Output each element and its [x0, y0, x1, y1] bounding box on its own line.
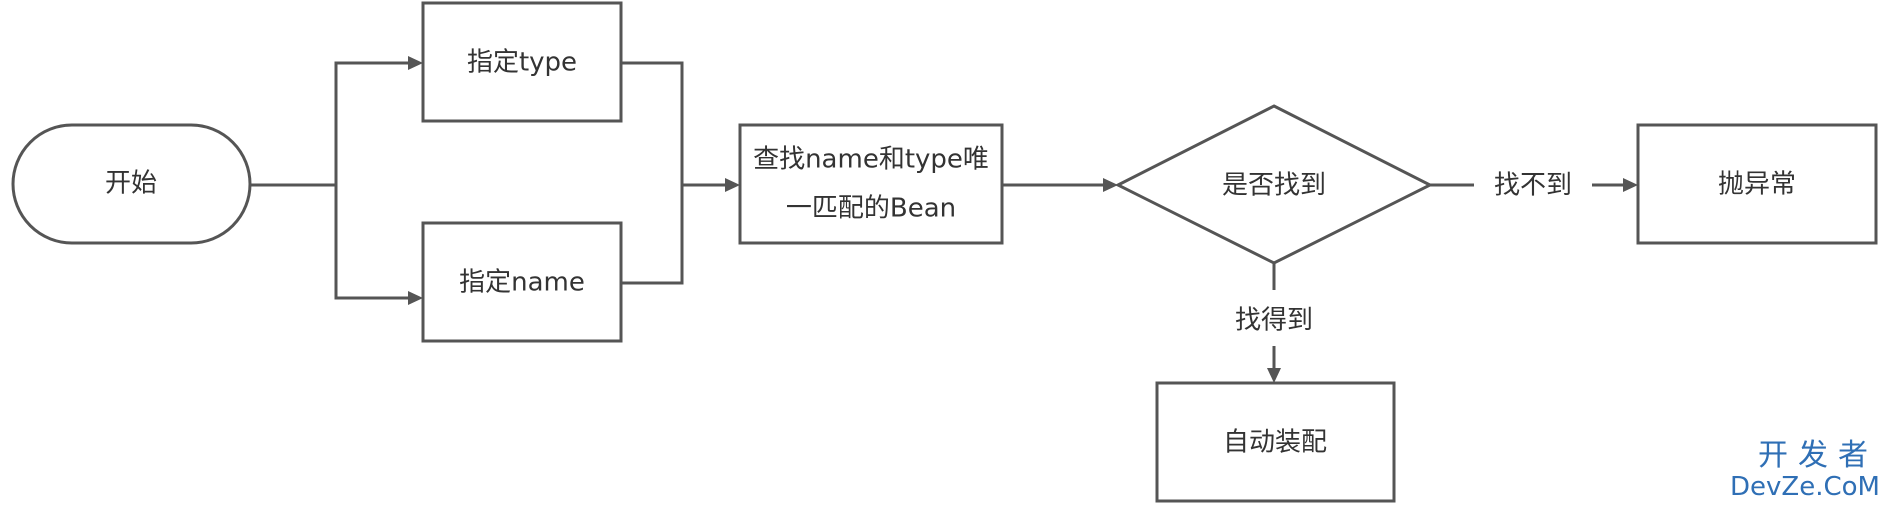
autowire-node: 自动装配	[1155, 381, 1396, 503]
specify-type-label: 指定type	[467, 48, 577, 78]
edge-split-type	[334, 61, 410, 185]
watermark-en: DevZe.CoM	[1730, 472, 1880, 502]
arrow-to-lookup	[725, 178, 740, 192]
exception-label: 抛异常	[1718, 170, 1796, 200]
edge-type-merge	[621, 61, 684, 185]
autowire-label: 自动装配	[1223, 428, 1327, 458]
watermark: 开发者 DevZe.CoM	[1730, 438, 1880, 502]
edge-split-name	[334, 185, 410, 300]
specify-name-node: 指定name	[421, 221, 623, 343]
connectors	[250, 56, 1638, 383]
specify-type-node: 指定type	[421, 1, 623, 123]
decision-node: 是否找到	[1114, 104, 1434, 265]
arrow-to-autowire	[1267, 368, 1281, 383]
arrow-to-exception	[1623, 178, 1638, 192]
decision-label: 是否找到	[1222, 171, 1326, 201]
arrow-to-type	[408, 56, 423, 70]
edge-label-found: 找得到	[1235, 306, 1313, 336]
lookup-label-line1: 查找name和type唯	[753, 145, 989, 175]
edge-label-not-found: 找不到	[1494, 171, 1572, 201]
start-node: 开始	[11, 123, 252, 245]
edge-name-merge	[621, 185, 684, 285]
arrow-to-name	[408, 291, 423, 305]
lookup-label-line2: 一匹配的Bean	[786, 194, 956, 224]
exception-node: 抛异常	[1636, 123, 1878, 245]
lookup-node: 查找name和type唯 一匹配的Bean	[738, 123, 1004, 245]
arrow-to-decision	[1103, 178, 1118, 192]
start-label: 开始	[105, 169, 157, 199]
watermark-cn: 开发者	[1758, 438, 1878, 473]
specify-name-label: 指定name	[459, 268, 585, 298]
